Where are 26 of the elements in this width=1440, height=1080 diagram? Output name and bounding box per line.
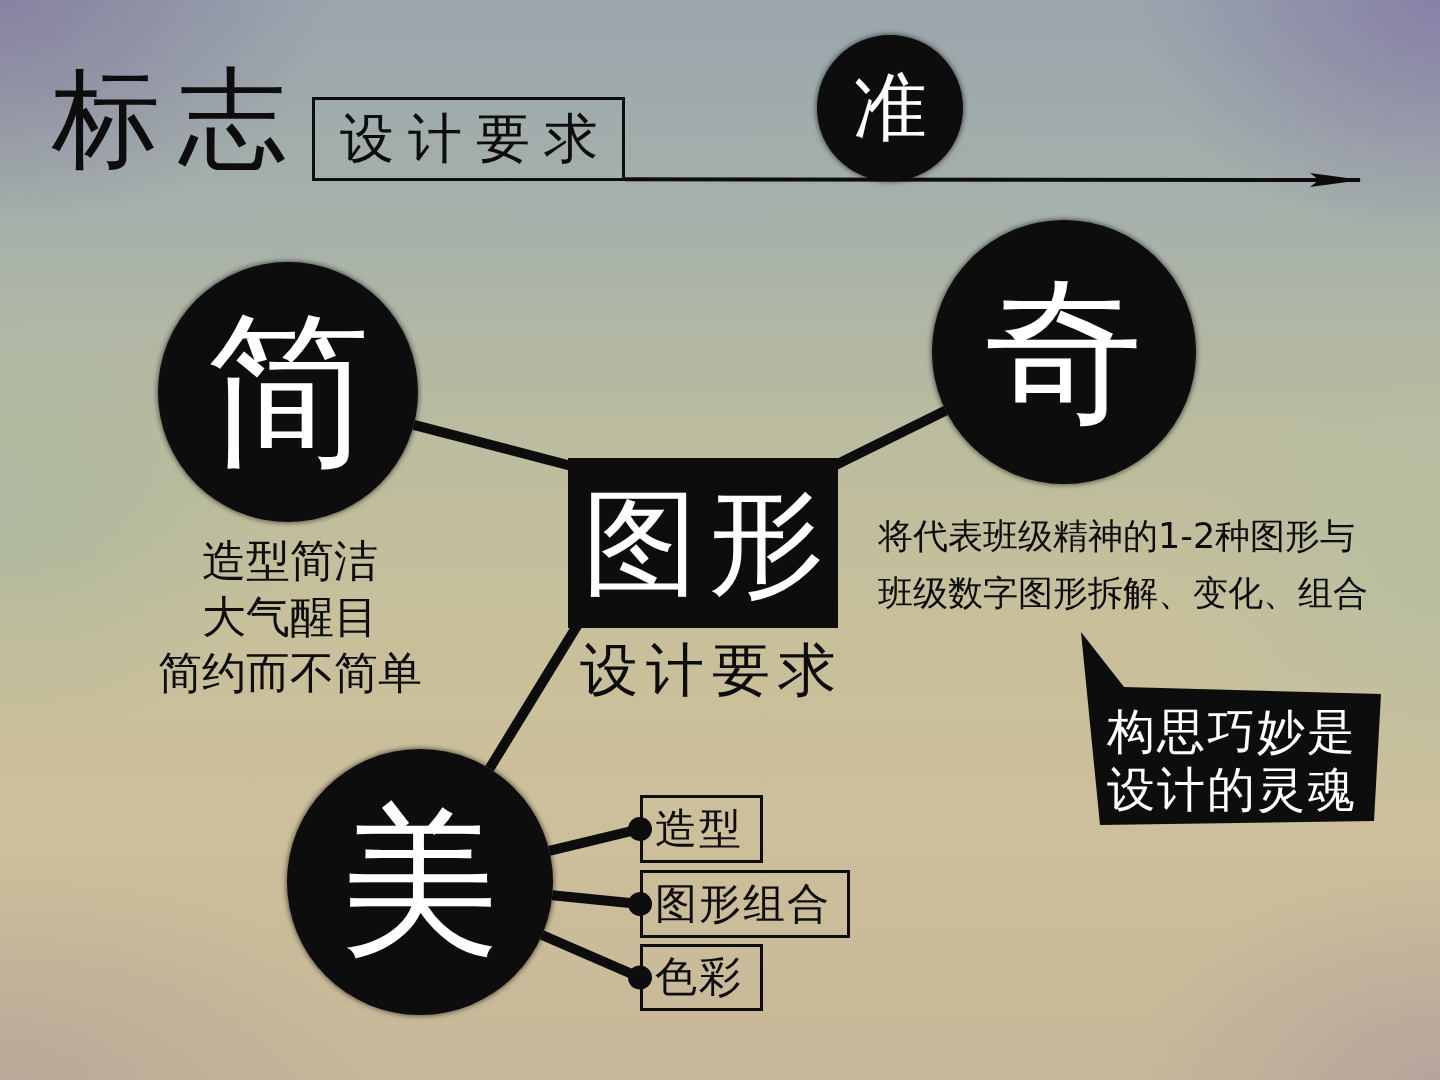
heading-text: 设计要求 xyxy=(338,109,612,169)
topic-block xyxy=(568,458,838,628)
bubble-text: 构思巧妙是设计的灵魂 xyxy=(1107,702,1358,818)
circle-character: 准 xyxy=(853,67,927,149)
connector-line xyxy=(548,817,652,856)
caption-text: 造型简洁 xyxy=(201,534,379,588)
caption-text: 大气醒目 xyxy=(201,590,379,644)
caption-text: 简约而不简单 xyxy=(157,646,423,700)
speech-bubble xyxy=(1081,632,1381,825)
aspect-text: 色彩 xyxy=(655,954,743,1001)
circle-character: 奇 xyxy=(985,265,1143,439)
title: 标志 xyxy=(52,60,304,179)
connector-line xyxy=(551,890,652,916)
arrow xyxy=(625,172,1362,187)
aspect-frame xyxy=(640,870,850,938)
heading-frame xyxy=(312,97,625,181)
subtitle-text: 设计要求 xyxy=(579,635,845,706)
circle-character: 简 xyxy=(205,301,371,483)
aspect-frame xyxy=(640,944,763,1011)
circle-character: 美 xyxy=(340,794,500,970)
connector-line xyxy=(540,930,652,990)
aspect-frame xyxy=(640,795,763,863)
topic-text: 图形 xyxy=(581,479,834,607)
aspect-text: 造型 xyxy=(655,805,743,853)
aspect-text: 图形组合 xyxy=(655,880,831,928)
description-text: 将代表班级精神的1-2种图形与班级数字图形拆解、变化、组合 xyxy=(878,515,1369,615)
